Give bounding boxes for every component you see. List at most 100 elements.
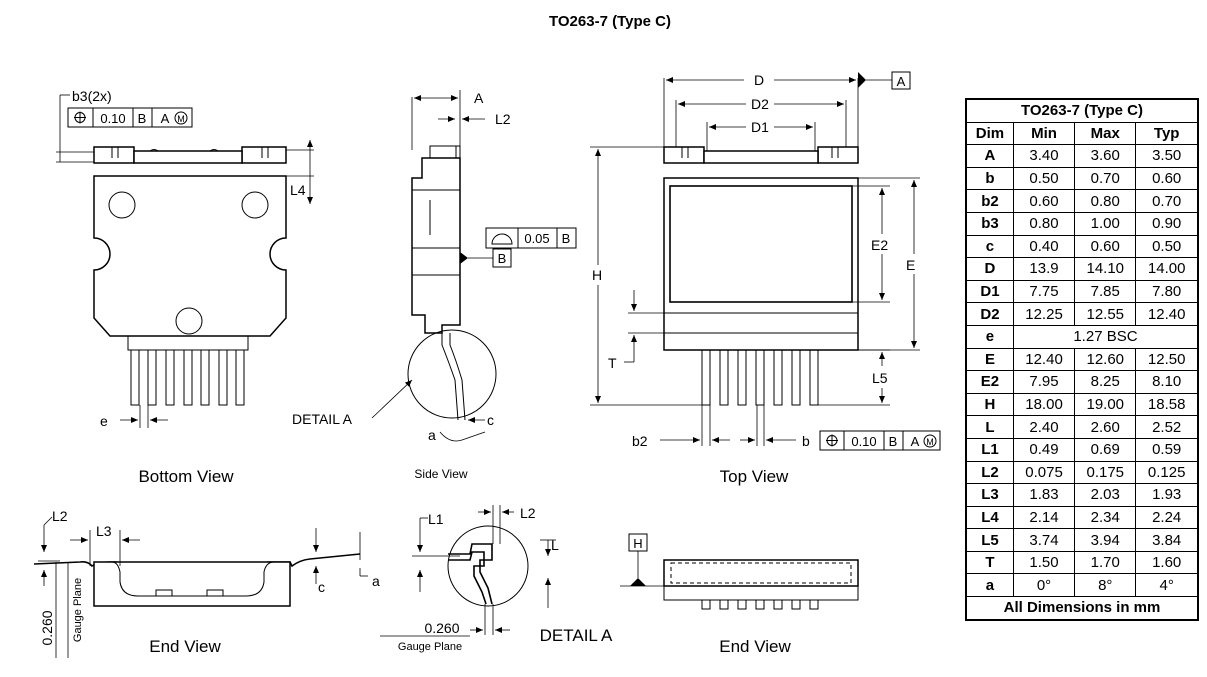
label-b: b: [802, 433, 810, 449]
table-header-cell: Typ: [1135, 121, 1199, 146]
table-value-cell: 0.69: [1074, 437, 1137, 462]
top-view: D A D2 D1 H E2 E: [590, 71, 941, 486]
table-value-cell: 12.50: [1135, 347, 1199, 372]
label-L2-end: L2: [52, 508, 68, 524]
table-value-cell: 0.50: [1012, 166, 1076, 191]
tol-b-ref2: A: [911, 434, 920, 449]
label-b2: b2: [632, 433, 648, 449]
table-value-cell: 1.83: [1012, 483, 1076, 507]
table-dim-cell: L3: [965, 483, 1014, 507]
label-c-end: c: [318, 579, 325, 595]
tol-b-modifier: M: [926, 437, 934, 447]
tol-b3-modifier: M: [177, 114, 185, 124]
datum-H: H: [633, 536, 642, 551]
table-value-cell: 0.70: [1135, 189, 1199, 213]
table-value-cell: 3.84: [1135, 528, 1199, 552]
table-value-cell: 12.25: [1012, 302, 1076, 326]
table-value-cell: 0.50: [1135, 234, 1199, 259]
label-L: L: [551, 537, 559, 553]
table-value-cell: 19.00: [1074, 392, 1137, 417]
table-dim-cell: D1: [965, 279, 1014, 304]
table-value-cell: 2.60: [1074, 415, 1137, 439]
tol-b3-value: 0.10: [100, 111, 125, 126]
table-value-cell: 0.60: [1074, 234, 1137, 259]
table-value-cell: 4°: [1135, 573, 1199, 598]
label-b3: b3(2x): [72, 88, 112, 104]
table-dim-cell: H: [965, 392, 1014, 417]
tol-b-ref1: B: [889, 434, 898, 449]
drawing-title: TO263-7 (Type C): [549, 13, 671, 30]
table-value-cell: 0.40: [1012, 234, 1076, 259]
label-a-end: a: [372, 573, 380, 589]
tol-b3-ref2: A: [161, 111, 170, 126]
table-value-cell: 7.75: [1012, 279, 1076, 304]
table-value-cell: 18.58: [1135, 392, 1199, 417]
table-dim-cell: D2: [965, 302, 1014, 326]
gauge-value-end: 0.260: [39, 610, 55, 645]
tol-flatness-value: 0.05: [524, 231, 549, 246]
table-dim-cell: E: [965, 347, 1014, 372]
label-L1: L1: [428, 511, 444, 527]
end-view-left: L2 L3 0.260 Gauge Plane c a End View: [33, 508, 380, 658]
gauge-value-detail: 0.260: [424, 620, 459, 636]
table-value-cell: 2.52: [1135, 415, 1199, 439]
label-e: e: [100, 413, 108, 429]
table-footer: All Dimensions in mm: [965, 596, 1199, 621]
end-view-right-title: End View: [719, 637, 791, 656]
table-dim-cell: T: [965, 550, 1014, 575]
table-dim-cell: D: [965, 257, 1014, 281]
side-view: A L2 0.05 B B DETAIL A c a Side View: [292, 90, 577, 481]
table-dim-cell: L5: [965, 528, 1014, 552]
table-value-cell: 13.9: [1012, 257, 1076, 281]
table-value-cell: 7.80: [1135, 279, 1199, 304]
label-L2-detail: L2: [520, 505, 536, 521]
table-value-cell: 2.24: [1135, 505, 1199, 530]
label-A-side: A: [474, 90, 484, 106]
table-value-cell: 1.70: [1074, 550, 1137, 575]
end-view-left-title: End View: [149, 637, 221, 656]
table-value-cell: 8°: [1074, 573, 1137, 598]
table-value-cell: 0.80: [1012, 211, 1076, 236]
label-H-top: H: [592, 267, 602, 283]
end-view-right: H End View: [620, 533, 859, 656]
table-value-cell: 1.00: [1074, 211, 1137, 236]
table-value-cell: 3.50: [1135, 144, 1199, 168]
table-header-cell: Max: [1074, 121, 1137, 146]
table-dim-cell: L1: [965, 437, 1014, 462]
table-value-cell: 0.175: [1074, 460, 1137, 485]
gauge-plane-end: Gauge Plane: [72, 578, 84, 642]
table-value-cell: 0.70: [1074, 166, 1137, 191]
detail-a-view: L1 L2 L 0.260 Gauge Plane DETAIL A: [380, 505, 613, 653]
table-value-cell: 0.125: [1135, 460, 1199, 485]
top-view-title: Top View: [720, 467, 789, 486]
gauge-plane-detail: Gauge Plane: [398, 641, 462, 653]
label-a-side: a: [428, 427, 436, 443]
table-value-cell: 1.93: [1135, 483, 1199, 507]
tol-b-value: 0.10: [851, 434, 876, 449]
label-D1: D1: [751, 119, 769, 135]
bottom-view: b3(2x) 0.10 B A M L4 e Bottom View: [56, 88, 314, 486]
table-value-cell: 0.80: [1074, 189, 1137, 213]
label-L3: L3: [96, 523, 112, 539]
table-dim-cell: L4: [965, 505, 1014, 530]
table-dim-cell: b2: [965, 189, 1014, 213]
table-value-cell: 0.60: [1135, 166, 1199, 191]
table-value-cell: 12.60: [1074, 347, 1137, 372]
datum-B: B: [498, 251, 507, 266]
detail-a-callout: DETAIL A: [292, 411, 353, 427]
table-value-cell: 2.40: [1012, 415, 1076, 439]
table-dim-cell: E2: [965, 370, 1014, 394]
tol-flatness-ref: B: [562, 231, 571, 246]
table-value-cell: 0°: [1012, 573, 1076, 598]
table-value-cell: 3.60: [1074, 144, 1137, 168]
table-value-cell: 7.85: [1074, 279, 1137, 304]
table-value-cell: 12.40: [1135, 302, 1199, 326]
